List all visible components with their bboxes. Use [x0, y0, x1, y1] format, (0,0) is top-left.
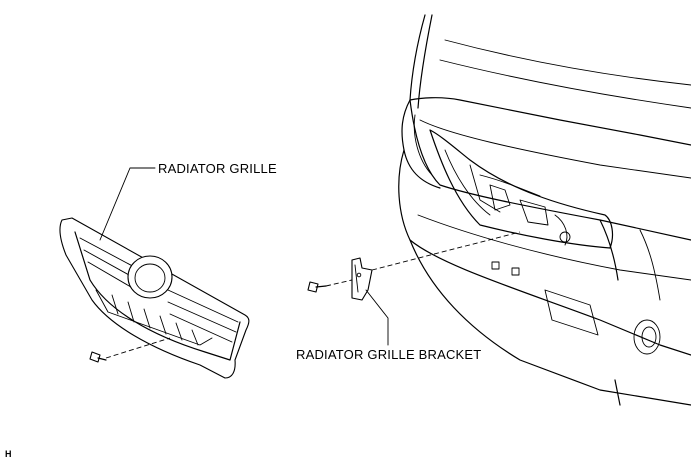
radiator-grille-label: RADIATOR GRILLE: [158, 161, 277, 176]
bracket-leader-line: [365, 289, 389, 346]
vehicle-front-illustration: [398, 14, 691, 406]
radiator-grille-part: [59, 217, 250, 379]
bracket-bolt: [307, 231, 521, 293]
radiator-grille-bracket-label: RADIATOR GRILLE BRACKET: [296, 347, 481, 362]
radiator-grille-bracket-part: [351, 257, 373, 301]
grille-leader-line: [99, 167, 156, 241]
corner-mark: H: [5, 449, 12, 459]
grille-bolt: [89, 337, 171, 363]
